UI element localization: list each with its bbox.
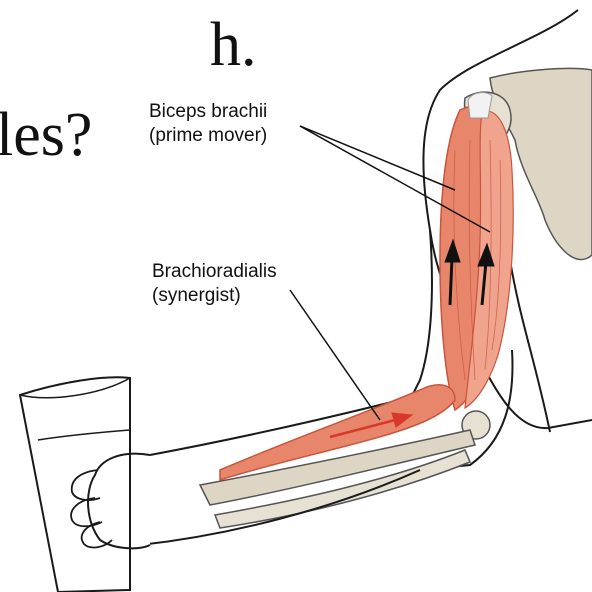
biceps-label: Biceps brachii (prime mover) bbox=[149, 100, 267, 148]
biceps-role: (prime mover) bbox=[149, 124, 267, 148]
hand-outline bbox=[88, 454, 150, 549]
brachioradialis-role: (synergist) bbox=[152, 284, 277, 308]
brachioradialis-name: Brachioradialis bbox=[152, 260, 277, 284]
torso-outline bbox=[510, 260, 550, 432]
biceps-name: Biceps brachii bbox=[149, 100, 267, 124]
brachioradialis-label: Brachioradialis (synergist) bbox=[152, 260, 277, 308]
biceps-tendon bbox=[468, 93, 492, 118]
water-surface bbox=[38, 430, 130, 440]
